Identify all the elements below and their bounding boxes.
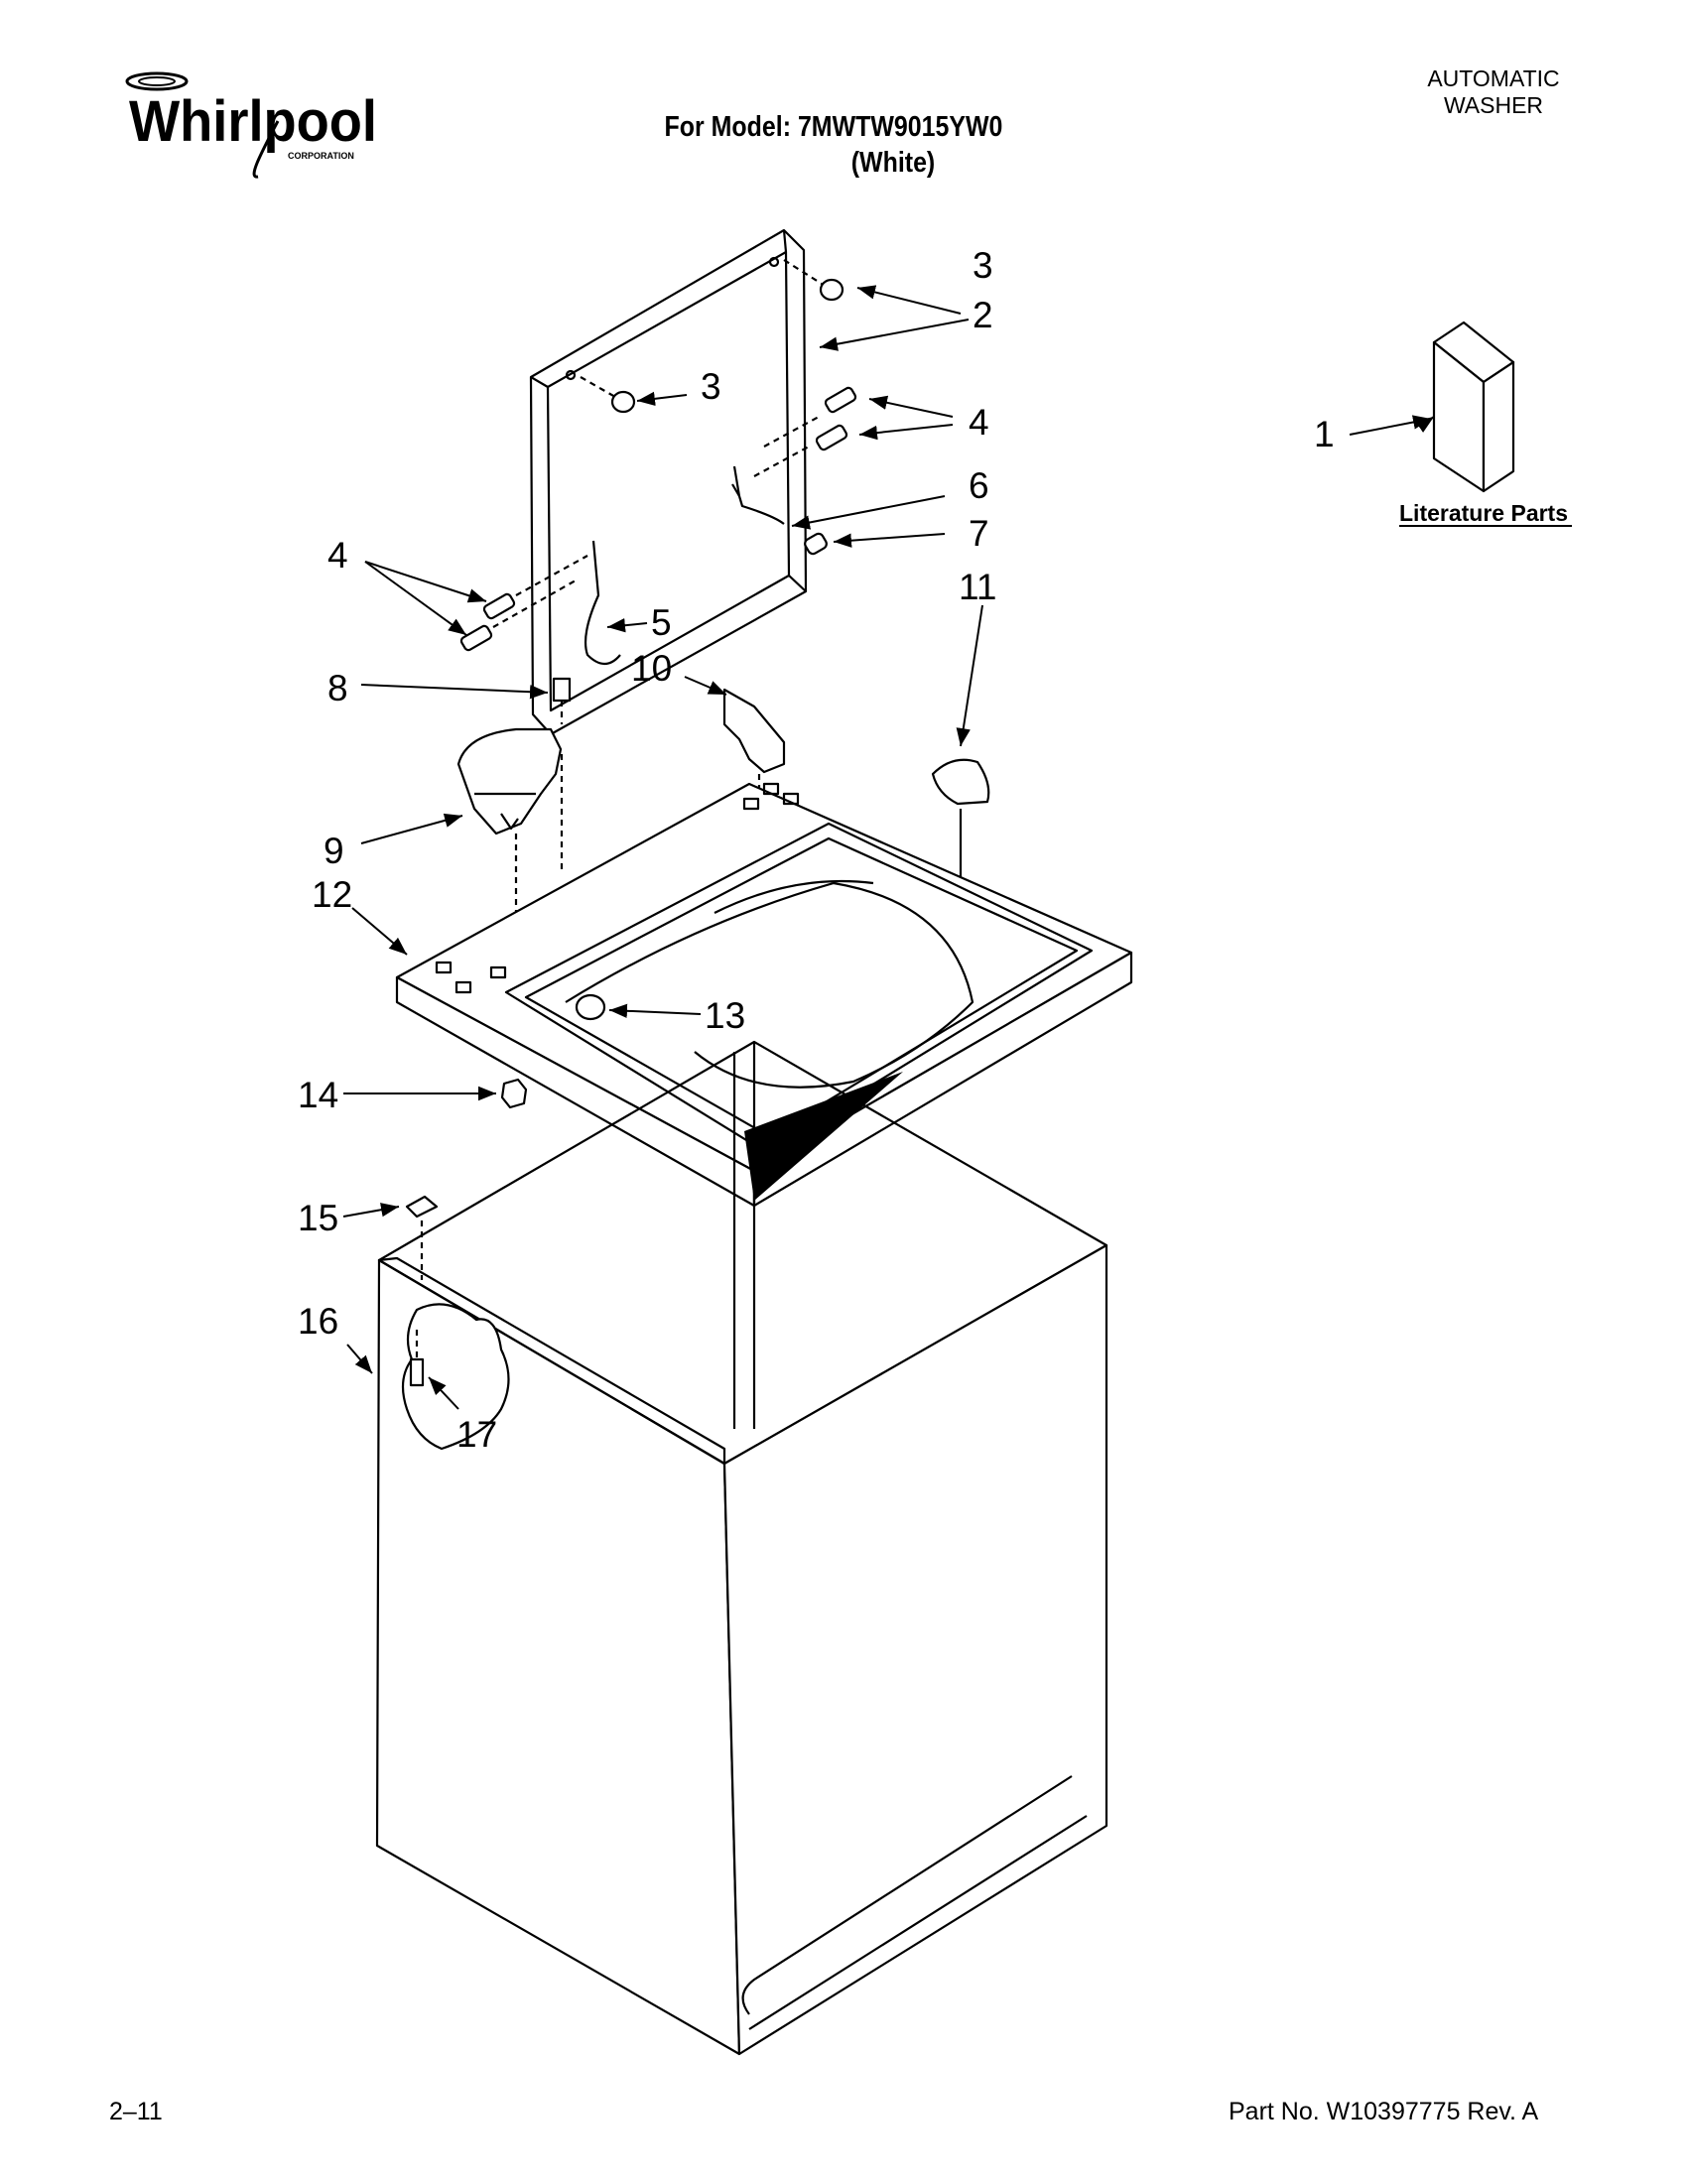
callout-9: 9 <box>324 831 344 871</box>
lid-screws-left <box>459 555 588 652</box>
callout-3b: 3 <box>701 366 721 407</box>
top-panel <box>395 782 1133 1208</box>
callout-17: 17 <box>456 1414 497 1455</box>
product-type: AUTOMATIC WASHER <box>1369 65 1618 119</box>
cabinet <box>375 1040 1108 2056</box>
callout-14: 14 <box>298 1075 338 1115</box>
cabinet-clip <box>405 1195 439 1280</box>
callout-1: 1 <box>1314 414 1335 454</box>
lid-hinge-bumper-top <box>783 259 844 302</box>
whirlpool-logo: Whirlpool CORPORATION <box>125 71 377 179</box>
lid-bumper-7 <box>804 532 828 556</box>
callout-12: 12 <box>312 874 352 915</box>
callout-5: 5 <box>651 602 672 643</box>
lid-switch <box>456 727 563 835</box>
callout-11: 11 <box>959 567 996 607</box>
callout-4b: 4 <box>327 535 348 576</box>
lid-hinge-rod-left <box>584 540 621 666</box>
literature-booklet <box>1432 321 1515 493</box>
model-title: For Model: 7MWTW9015YW0 <box>664 111 1003 143</box>
lid-hinge-rod-right <box>731 465 785 525</box>
model-color: (White) <box>850 147 936 179</box>
callout-labels: 1 2 3 3 4 4 5 6 7 8 9 10 11 12 13 14 15 … <box>298 245 1335 1455</box>
switch-screw <box>552 677 572 873</box>
callout-4a: 4 <box>969 402 989 443</box>
lid-screws-right <box>753 386 857 477</box>
callout-3a: 3 <box>973 245 993 286</box>
callout-10: 10 <box>631 648 672 689</box>
wire-clip <box>722 688 786 794</box>
lid-hinge-bumper-left <box>580 376 636 414</box>
callout-15: 15 <box>298 1198 338 1238</box>
callout-6: 6 <box>969 465 989 506</box>
leader-arrows <box>342 285 1435 1410</box>
callout-2: 2 <box>973 295 993 335</box>
literature-label: Literature Parts <box>1399 500 1568 526</box>
lid-frame <box>529 228 808 736</box>
page-number: 2–11 <box>109 2098 163 2125</box>
callout-8: 8 <box>327 668 348 708</box>
brand-subtitle: CORPORATION <box>288 151 354 161</box>
part-number: Part No. W10397775 Rev. A <box>1229 2098 1539 2125</box>
product-type-line1: AUTOMATIC <box>1427 65 1560 91</box>
product-type-line2: WASHER <box>1443 92 1544 118</box>
brand-name: Whirlpool <box>129 89 377 154</box>
callout-13: 13 <box>705 995 745 1036</box>
callout-7: 7 <box>969 513 989 554</box>
hex-nut <box>500 1078 528 1109</box>
callout-16: 16 <box>298 1301 338 1342</box>
